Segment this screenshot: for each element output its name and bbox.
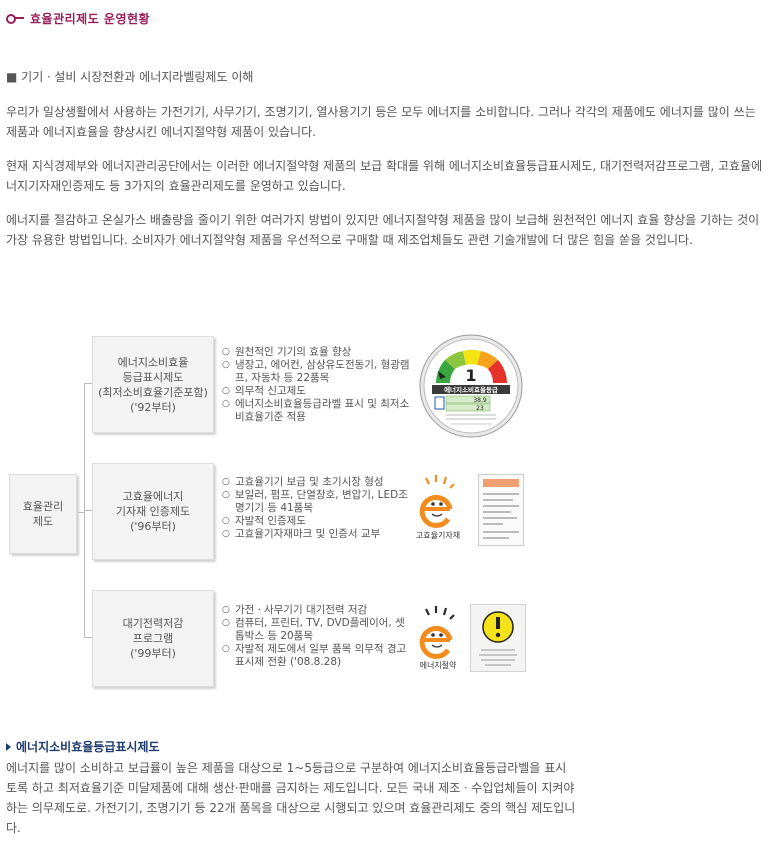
program-3-line-2: 프로그램 bbox=[132, 632, 174, 645]
program-1-line-4: ('92부터) bbox=[130, 400, 176, 414]
program-1-line-2: 등급표시제도 bbox=[122, 370, 184, 384]
root-label-line-1: 효율관리 bbox=[22, 500, 64, 513]
label-title: 에너지소비효율등급 bbox=[444, 385, 498, 394]
label-value-1: 38.9 bbox=[473, 397, 487, 404]
root-box: 효율관리 제도 bbox=[9, 474, 77, 554]
bullet-item: 의무적 신고제도 bbox=[222, 385, 412, 398]
high-efficiency-logo-caption: 고효율기자재 bbox=[415, 531, 461, 540]
page-title-row: 효율관리제도 운영현황 bbox=[6, 8, 150, 28]
subsection-paragraph: 에너지를 많이 소비하고 보급률이 높은 제품을 대상으로 1~5등급으로 구분… bbox=[6, 761, 576, 835]
program-2-line-1: 고효율에너지 bbox=[122, 490, 184, 503]
bullet-item: 에너지소비효율등급라벨 표시 및 최저소비효율기준 적용 bbox=[222, 398, 412, 424]
connector-branch-3 bbox=[84, 637, 92, 638]
program-1-bullets: 원천적인 기기의 효율 향상 냉장고, 에어컨, 삼상유도전동기, 형광램프, … bbox=[222, 346, 412, 424]
bullet-item: 가전ㆍ사무기기 대기전력 저감 bbox=[222, 604, 412, 617]
arrow-right-icon bbox=[6, 742, 11, 751]
bullet-item: 보일러, 펌프, 단열창호, 변압기, LED조명기기 등 41품목 bbox=[222, 489, 412, 515]
standby-warning-label-icon bbox=[470, 604, 526, 672]
bullet-item: 자발적 제도에서 일부 품목 의무적 경고표시제 전환 ('08.8.28) bbox=[222, 643, 412, 669]
bullet-item: 컴퓨터, 프린터, TV, DVD플레이어, 셋톱박스 등 20품목 bbox=[222, 617, 412, 643]
energy-saving-logo-caption: 에너지절약 bbox=[419, 661, 457, 670]
subsection-heading: 에너지소비효율등급표시제도 bbox=[6, 738, 160, 755]
efficiency-grade-label-icon: 1 에너지소비효율등급 38.9 23 bbox=[419, 334, 523, 438]
intro-paragraph-2: 현재 지식경제부와 에너지관리공단에서는 이러한 에너지절약형 제품의 보급 확… bbox=[6, 159, 763, 193]
certificate-document-icon bbox=[478, 474, 524, 546]
connector-branch-1 bbox=[84, 383, 92, 384]
program-box-efficiency-grade: 에너지소비효율 등급표시제도 (최저소비효율기준포함) ('92부터) bbox=[92, 336, 214, 433]
program-box-standby-power: 대기전력저감 프로그램 ('99부터) bbox=[92, 590, 214, 687]
section-heading: ■ 기기ㆍ설비 시장전환과 에너지라벨링제도 이해 bbox=[6, 70, 254, 84]
high-efficiency-e-logo-icon bbox=[419, 475, 455, 528]
label-value-2: 23 bbox=[476, 405, 484, 412]
bullet-item: 고효율기기 보급 및 초기시장 형성 bbox=[222, 476, 412, 489]
program-2-bullets: 고효율기기 보급 및 초기시장 형성 보일러, 펌프, 단열창호, 변압기, L… bbox=[222, 476, 412, 541]
program-3-line-1: 대기전력저감 bbox=[122, 617, 184, 630]
title-bullet-icon bbox=[6, 13, 24, 24]
subsection-heading-text: 에너지소비효율등급표시제도 bbox=[16, 740, 160, 754]
intro-paragraph-3: 에너지를 절감하고 온실가스 배출량을 줄이기 위한 여러가지 방법이 있지만 … bbox=[6, 213, 760, 247]
bullet-item: 냉장고, 에어컨, 삼상유도전동기, 형광램프, 자동차 등 22품목 bbox=[222, 359, 412, 385]
connector-root bbox=[75, 512, 84, 513]
intro-paragraph-1: 우리가 일상생활에서 사용하는 가전기기, 사무기기, 조명기기, 열사용기기 … bbox=[6, 105, 756, 139]
program-3-line-3: ('99부터) bbox=[130, 647, 176, 660]
page-title: 효율관리제도 운영현황 bbox=[30, 11, 151, 26]
grade-number: 1 bbox=[465, 366, 476, 385]
bullet-item: 원천적인 기기의 효율 향상 bbox=[222, 346, 412, 359]
energy-saving-e-logo-icon bbox=[419, 606, 455, 659]
bullet-item: 자발적 인증제도 bbox=[222, 515, 412, 528]
bullet-item: 고효율기자재마크 및 인증서 교부 bbox=[222, 528, 412, 541]
connector-branch-2 bbox=[84, 510, 92, 511]
program-2-line-2: 기자재 인증제도 bbox=[115, 505, 191, 518]
program-2-line-3: ('96부터) bbox=[130, 520, 176, 533]
program-3-bullets: 가전ㆍ사무기기 대기전력 저감 컴퓨터, 프린터, TV, DVD플레이어, 셋… bbox=[222, 604, 412, 669]
program-1-line-3: (최저소비효율기준포함) bbox=[98, 385, 208, 399]
program-box-high-efficiency: 고효율에너지 기자재 인증제도 ('96부터) bbox=[92, 463, 214, 560]
root-label-line-2: 제도 bbox=[32, 515, 54, 528]
program-1-line-1: 에너지소비효율 bbox=[117, 355, 189, 369]
